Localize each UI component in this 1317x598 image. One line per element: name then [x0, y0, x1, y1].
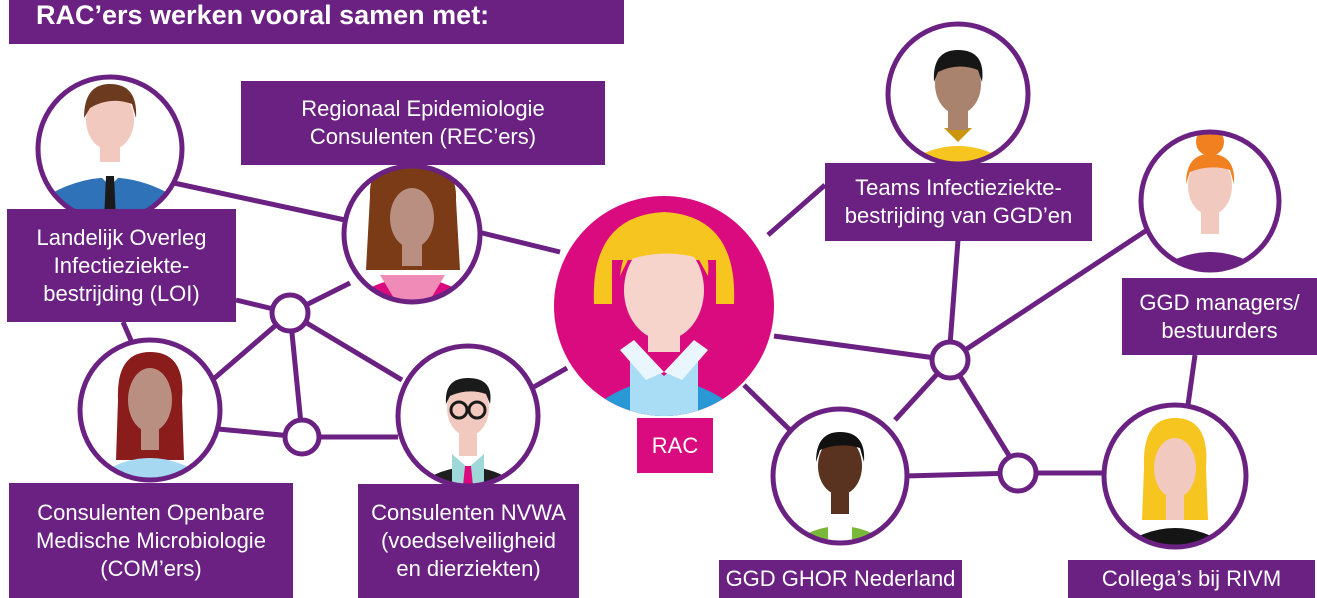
label-loi: Landelijk Overleg Infectieziekte- bestri… — [7, 209, 236, 322]
label-ghor: GGD GHOR Nederland — [719, 560, 962, 598]
label-nvwa: Consulenten NVWA (voedselveiligheid en d… — [358, 484, 579, 598]
label-rec: Regionaal Epidemiologie Consulenten (REC… — [241, 81, 605, 165]
label-rivm: Collega’s bij RIVM — [1068, 560, 1315, 598]
label-rac: RAC — [637, 418, 713, 473]
loi-person-avatar — [35, 74, 185, 224]
teams-person-avatar — [885, 21, 1031, 167]
junction-node — [929, 339, 971, 381]
label-com: Consulenten Openbare Medische Microbiolo… — [9, 483, 293, 598]
junction-node — [269, 292, 311, 334]
junction-node — [997, 452, 1039, 494]
rec-person-avatar — [341, 163, 483, 305]
ghor-person-avatar — [770, 406, 910, 546]
rivm-person-avatar — [1101, 402, 1249, 550]
label-teams: Teams Infectieziekte- bestrijding van GG… — [825, 163, 1092, 241]
rac-person-avatar — [554, 196, 774, 416]
nvwa-person-avatar — [395, 343, 541, 489]
label-managers: GGD managers/ bestuurders — [1122, 278, 1317, 355]
managers-person-avatar — [1138, 129, 1282, 273]
junction-node — [282, 417, 322, 457]
com-person-avatar — [77, 337, 223, 483]
junction-nodes — [269, 292, 1039, 494]
diagram-title: RAC’ers werken vooral samen met: — [9, 0, 624, 44]
